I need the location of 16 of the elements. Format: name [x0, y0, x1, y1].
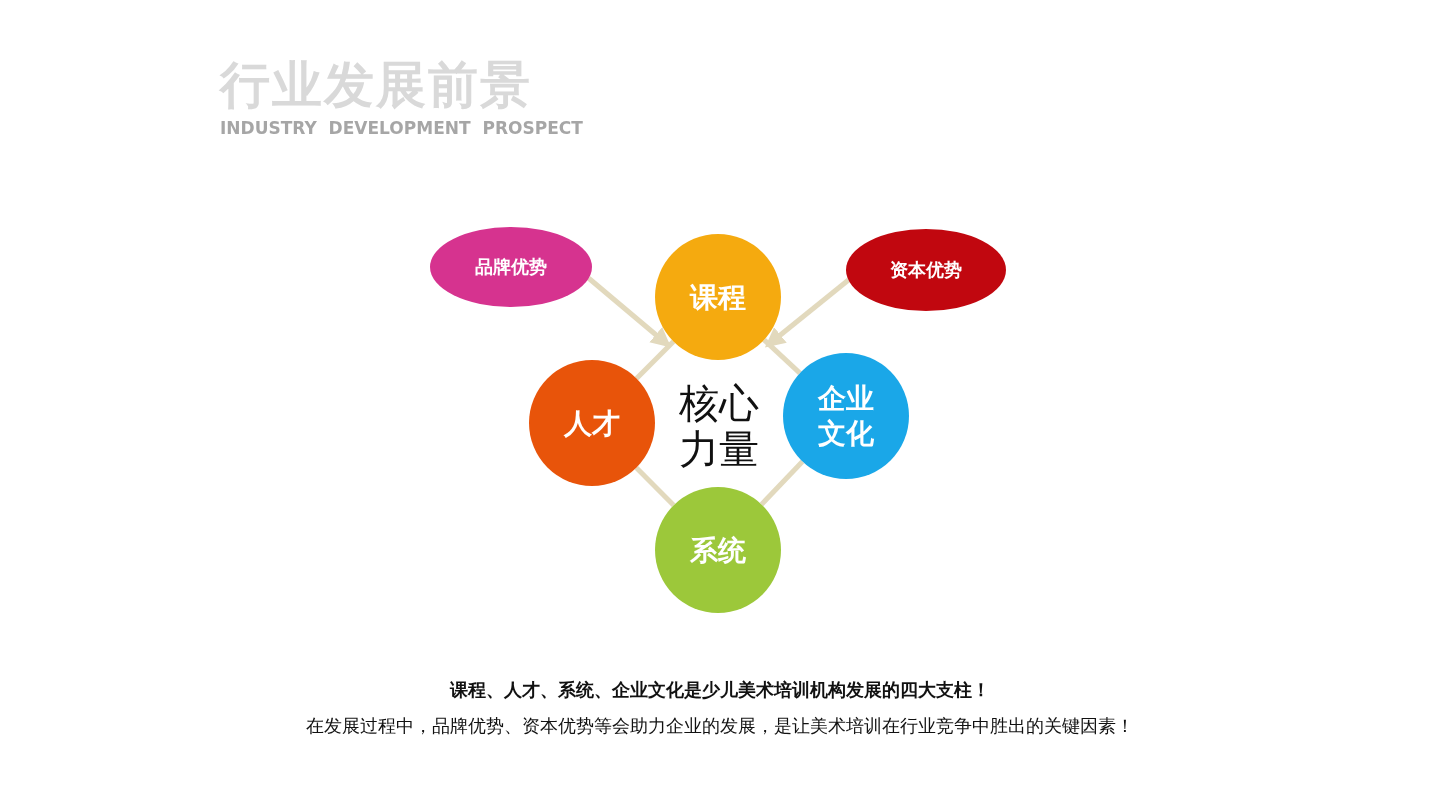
circle-node: 人才 [529, 360, 655, 486]
summary-text: 课程、人才、系统、企业文化是少儿美术培训机构发展的四大支柱！ [448, 678, 991, 702]
center-label: 核心力量 [678, 380, 760, 472]
arrow [587, 276, 672, 348]
circle-node: 企业文化 [783, 353, 909, 479]
ellipse-bubble: 资本优势 [846, 229, 1006, 311]
circle-node: 系统 [655, 487, 781, 613]
arrow [764, 278, 850, 348]
summary-text: 在发展过程中，品牌优势、资本优势等会助力企业的发展，是让美术培训在行业竞争中胜出的关键因素！ [305, 714, 1135, 738]
connector-line [759, 459, 805, 507]
subtitle: INDUSTRY DEVELOPMENT PROSPECT [220, 118, 583, 138]
connector-line [762, 338, 802, 375]
connector-line [634, 339, 676, 381]
ellipse-bubble: 品牌优势 [430, 227, 592, 307]
connector-line [634, 465, 676, 508]
circle-node: 课程 [655, 234, 781, 360]
